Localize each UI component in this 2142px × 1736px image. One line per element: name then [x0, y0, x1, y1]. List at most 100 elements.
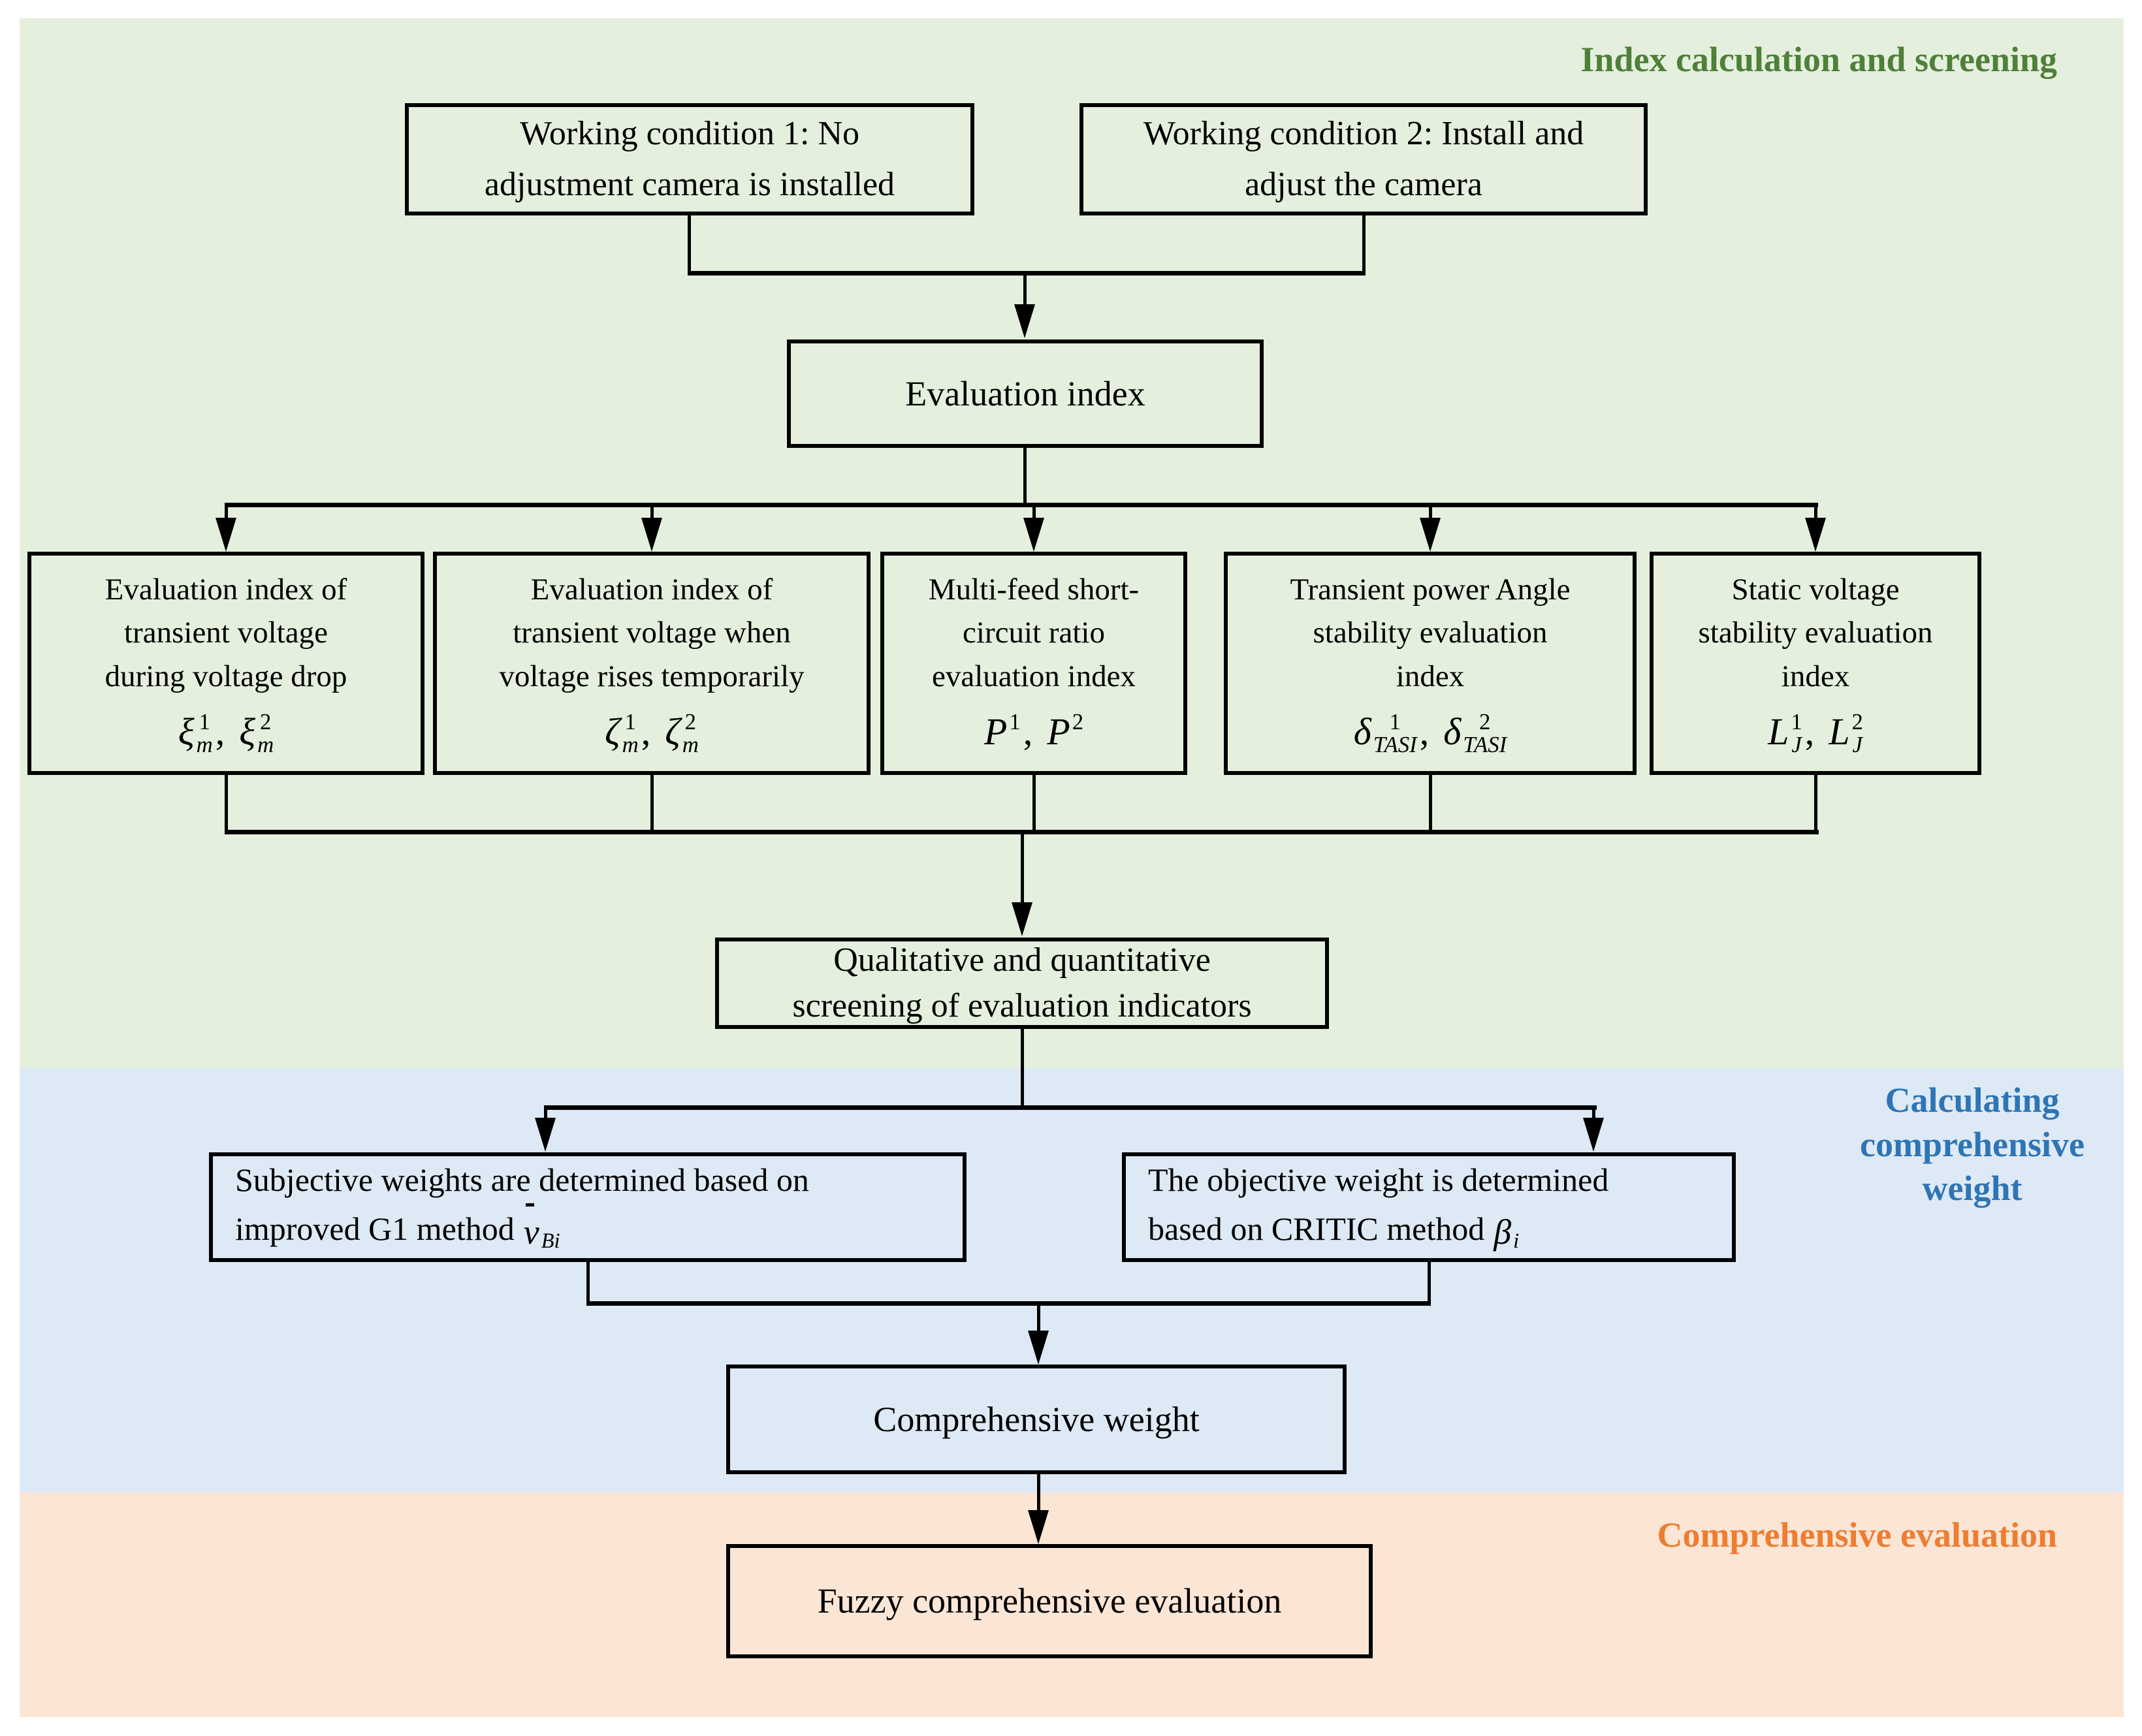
box-index-voltage-rise: Evaluation index of transient voltage wh…	[433, 552, 871, 775]
arrowhead-down-icon	[1028, 1510, 1049, 1544]
box-text-line: Transient power Angle	[1290, 572, 1571, 607]
box-text-line: Static voltage	[1731, 572, 1900, 607]
box-index-static-voltage-stability: Static voltage stability evaluation inde…	[1650, 552, 1981, 775]
connector-line	[544, 1110, 547, 1119]
symbol: ξ	[239, 710, 256, 753]
arrowhead-down-icon	[1805, 518, 1826, 552]
arrowhead-down-icon	[641, 518, 662, 552]
box-evaluation-index: Evaluation index	[787, 339, 1264, 448]
connector-line	[650, 507, 654, 520]
section-comprehensive-weight	[20, 1068, 2124, 1492]
connector-line	[650, 775, 654, 834]
box-text-line: adjust the camera	[1245, 166, 1482, 203]
box-text-line: Evaluation index of	[104, 572, 347, 607]
comma: ,	[1023, 710, 1033, 753]
blue-label-line: weight	[1922, 1169, 2022, 1208]
symbol: β	[1494, 1212, 1512, 1252]
box-text-line: Subjective weights are determined based …	[235, 1161, 809, 1198]
connector-line	[586, 1262, 590, 1304]
symbol: L	[1829, 710, 1850, 753]
connector-line	[1021, 1029, 1024, 1109]
box-text-line: during voltage drop	[104, 659, 347, 694]
arrowhead-down-icon	[1012, 902, 1032, 936]
box-text-line: index	[1781, 659, 1850, 694]
blue-section-label: Calculating comprehensive weight	[1829, 1079, 2116, 1211]
box-text-line: transient voltage when	[513, 616, 791, 650]
symbol: δ	[1353, 710, 1371, 753]
connector-line	[1021, 834, 1024, 902]
connector-line	[1023, 448, 1027, 505]
comma: ,	[641, 710, 651, 753]
connector-line	[225, 507, 228, 520]
section-index-calculation	[20, 18, 2124, 1068]
connector-line	[1037, 1474, 1040, 1512]
box-screening: Qualitative and quantitative screening o…	[715, 938, 1329, 1029]
box-text-line: adjustment camera is installed	[484, 166, 895, 203]
arrowhead-down-icon	[1420, 518, 1441, 552]
blue-label-line: Calculating	[1885, 1081, 2060, 1120]
symbol: L	[1768, 710, 1789, 753]
box-text-line: Qualitative and quantitative	[833, 941, 1211, 979]
box-text-line: voltage rises temporarily	[499, 659, 805, 694]
connector-line	[586, 1301, 1431, 1306]
connector-line	[688, 271, 1366, 276]
box-text-line: stability evaluation	[1698, 616, 1933, 650]
connector-line	[225, 775, 228, 834]
connector-line	[1037, 1306, 1040, 1332]
connector-line	[544, 1105, 1597, 1110]
box-text-line: stability evaluation	[1313, 616, 1548, 650]
box-comprehensive-weight: Comprehensive weight	[726, 1365, 1347, 1474]
box-text-line: Fuzzy comprehensive evaluation	[817, 1581, 1282, 1620]
green-section-label: Index calculation and screening	[1580, 40, 2057, 79]
connector-line	[225, 503, 1818, 507]
arrowhead-down-icon	[535, 1118, 556, 1152]
box-working-condition-1: Working condition 1: No adjustment camer…	[405, 103, 974, 215]
box-text-line: Multi-feed short-	[928, 572, 1140, 607]
connector-line	[1023, 274, 1027, 306]
arrowhead-down-icon	[216, 518, 236, 552]
arrowhead-down-icon	[1023, 518, 1044, 552]
box-working-condition-2: Working condition 2: Install and adjust …	[1079, 103, 1648, 215]
symbol: δ	[1443, 710, 1462, 753]
symbol: v	[524, 1203, 539, 1259]
symbol: ζ	[605, 710, 620, 753]
box-text-line: Evaluation index of	[530, 572, 773, 607]
box-objective-weight: The objective weight is determined based…	[1122, 1152, 1736, 1262]
symbol: P	[983, 710, 1008, 753]
arrowhead-down-icon	[1028, 1331, 1049, 1365]
box-text-line: Evaluation index	[905, 373, 1145, 413]
connector-line	[1429, 775, 1432, 834]
comma: ,	[215, 710, 225, 753]
connector-line	[1362, 215, 1366, 274]
arrowhead-down-icon	[1583, 1118, 1604, 1152]
connector-line	[1814, 775, 1817, 834]
box-text-line: Working condition 1: No	[519, 115, 860, 152]
box-text-line: index	[1396, 659, 1465, 694]
box-fuzzy-evaluation: Fuzzy comprehensive evaluation	[726, 1544, 1373, 1658]
arrowhead-down-icon	[1014, 304, 1035, 338]
connector-line	[1429, 507, 1432, 520]
box-text-line: Comprehensive weight	[873, 1399, 1200, 1439]
connector-line	[1032, 507, 1036, 520]
box-text-line: circuit ratio	[963, 616, 1105, 650]
box-text-line: The objective weight is determined	[1148, 1161, 1609, 1198]
connector-line	[225, 830, 1819, 834]
box-subjective-weight: Subjective weights are determined based …	[209, 1152, 967, 1262]
box-index-voltage-drop: Evaluation index of transient voltage du…	[27, 552, 424, 775]
box-text-line: Working condition 2: Install and	[1143, 115, 1584, 152]
symbol: P	[1047, 710, 1070, 753]
connector-line	[1428, 1262, 1431, 1304]
connector-line	[1592, 1110, 1595, 1119]
connector-line	[1032, 775, 1036, 834]
section-comprehensive-evaluation	[20, 1492, 2124, 1717]
symbol: ζ	[665, 710, 680, 753]
